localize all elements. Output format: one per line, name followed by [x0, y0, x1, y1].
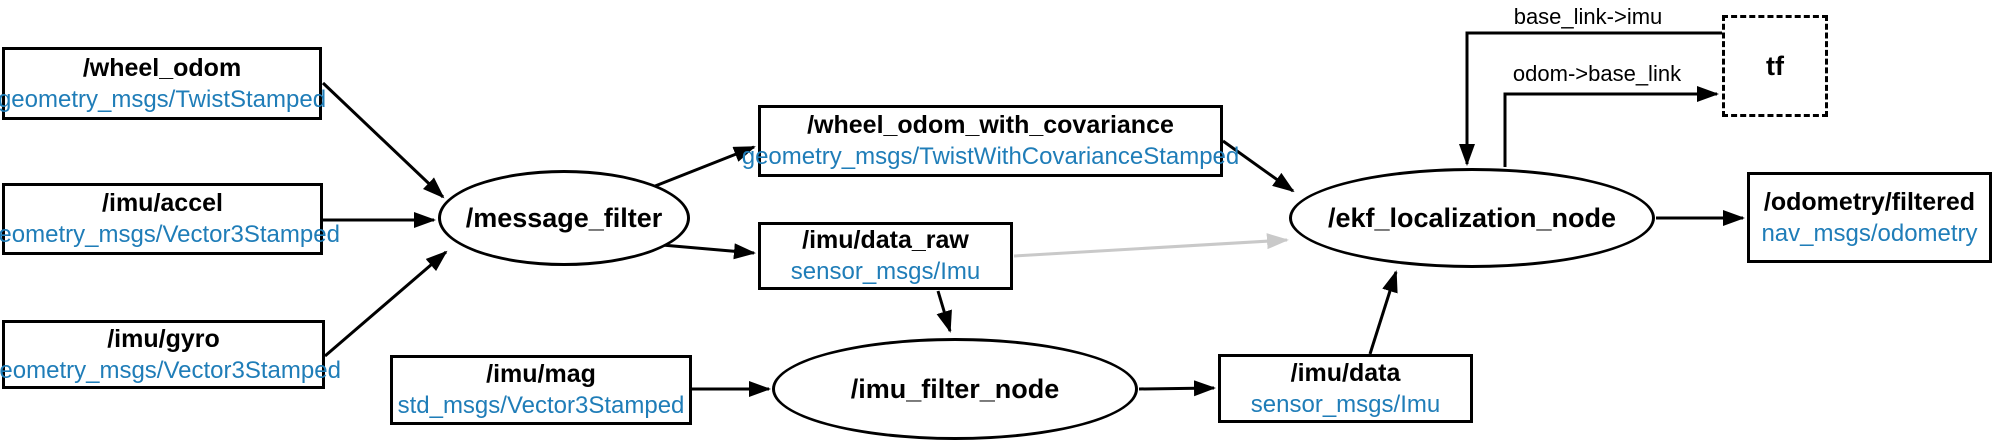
topic-type: nav_msgs/odometry — [1761, 219, 1978, 247]
topic-type: geometry_msgs/Vector3Stamped — [0, 356, 341, 384]
topic-name: /imu/data — [1290, 358, 1401, 387]
topic-box-imu-data: /imu/data sensor_msgs/Imu — [1218, 354, 1473, 423]
tf-frame-box: tf — [1722, 15, 1828, 117]
node-ellipse-message-filter: /message_filter — [438, 170, 690, 266]
topic-name: /imu/gyro — [107, 324, 220, 353]
edge-imu-data-to-ekf — [1368, 270, 1398, 355]
edge-message-filter-to-wheel-odom-cov — [644, 145, 756, 192]
topic-box-wheel-odom-with-covariance: /wheel_odom_with_covariance geometry_msg… — [742, 105, 1239, 177]
topic-box-imu-accel: /imu/accel geometry_msgs/Vector3Stamped — [0, 183, 340, 255]
topic-name: /wheel_odom_with_covariance — [807, 111, 1174, 139]
topic-type: geometry_msgs/TwistStamped — [0, 85, 327, 113]
topic-box-imu-gyro: /imu/gyro geometry_msgs/Vector3Stamped — [0, 320, 341, 389]
tf-label: tf — [1766, 50, 1784, 81]
topic-type: sensor_msgs/Imu — [1250, 390, 1441, 418]
topic-type: sensor_msgs/Imu — [790, 258, 981, 285]
edge-wheel-odom-to-message-filter — [321, 81, 445, 199]
topic-box-imu-mag: /imu/mag std_msgs/Vector3Stamped — [390, 355, 692, 425]
node-ellipse-ekf-localization-node: /ekf_localization_node — [1289, 168, 1655, 268]
topic-type: geometry_msgs/TwistWithCovarianceStamped — [741, 143, 1240, 170]
edge-message-filter-to-imu-data-raw — [661, 243, 756, 260]
edge-wheel-odom-cov-to-ekf — [1222, 139, 1295, 193]
topic-type: std_msgs/Vector3Stamped — [397, 392, 685, 419]
edge-imu-data-raw-to-ekf-muted — [1013, 233, 1289, 258]
topic-box-imu-data-raw: /imu/data_raw sensor_msgs/Imu — [758, 222, 1013, 290]
topic-name: /wheel_odom — [82, 53, 242, 82]
edge-imu-data-raw-to-imu-filter-node — [936, 290, 952, 333]
topic-name: /imu/data_raw — [802, 226, 969, 254]
edge-label-base-link-imu: base_link->imu — [1513, 4, 1663, 29]
node-ellipse-imu-filter-node: /imu_filter_node — [772, 338, 1138, 440]
topic-box-odometry-filtered: /odometry/filtered nav_msgs/odometry — [1747, 172, 1992, 263]
topic-box-wheel-odom: /wheel_odom geometry_msgs/TwistStamped — [0, 47, 326, 120]
edge-label-odom-base-link: odom->base_link — [1512, 61, 1682, 86]
topic-name: /imu/accel — [102, 189, 223, 217]
edge-imu-gyro-to-message-filter — [324, 250, 448, 358]
node-name: /message_filter — [465, 202, 663, 233]
topic-type: geometry_msgs/Vector3Stamped — [0, 221, 340, 248]
node-name: /imu_filter_node — [850, 373, 1060, 404]
edge-ekf-to-tf-odom-base-link — [1503, 86, 1719, 167]
topic-name: /odometry/filtered — [1763, 187, 1976, 216]
edge-tf-to-ekf-base-link-imu — [1459, 31, 1722, 166]
node-name: /ekf_localization_node — [1327, 202, 1617, 233]
edge-imu-filter-node-to-imu-data — [1138, 380, 1216, 397]
topic-name: /imu/mag — [486, 360, 596, 388]
